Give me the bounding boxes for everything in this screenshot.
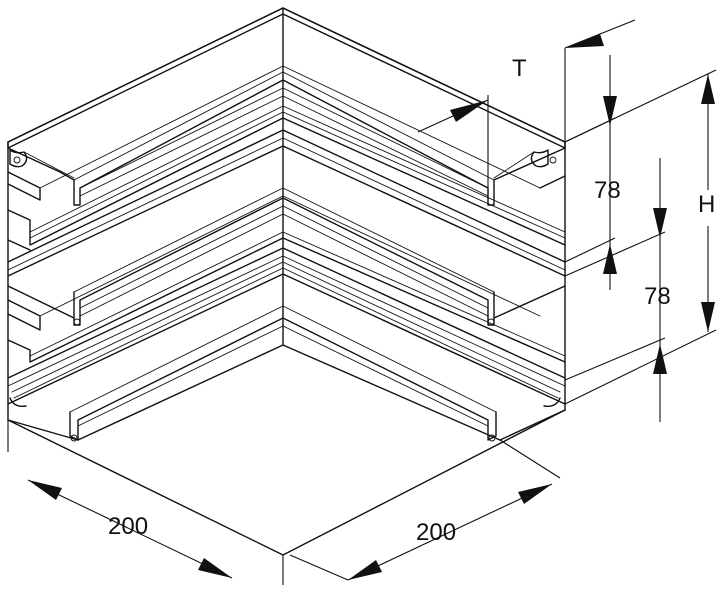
label-overall-height: H: [698, 191, 715, 218]
top-cover: [7, 71, 566, 206]
dimension-cover-thickness: T: [417, 19, 636, 195]
dimension-depth-right: 200: [289, 439, 561, 581]
dimension-overall-height: H: [564, 69, 717, 405]
label-cover-thickness: T: [512, 55, 527, 82]
label-depth-left: 200: [108, 513, 148, 540]
label-chamber-upper: 78: [594, 177, 621, 204]
upper-chamber: [7, 65, 566, 277]
label-chamber-lower: 78: [644, 283, 671, 310]
lower-chamber: [7, 195, 566, 405]
dimension-depth-left: 200: [7, 420, 284, 585]
middle-divider: [7, 187, 566, 326]
bottom-rail: [9, 305, 561, 442]
label-depth-right: 200: [416, 519, 456, 546]
dimension-chamber-lower: 78: [564, 158, 671, 422]
dimension-chamber-upper: 78: [564, 55, 621, 290]
